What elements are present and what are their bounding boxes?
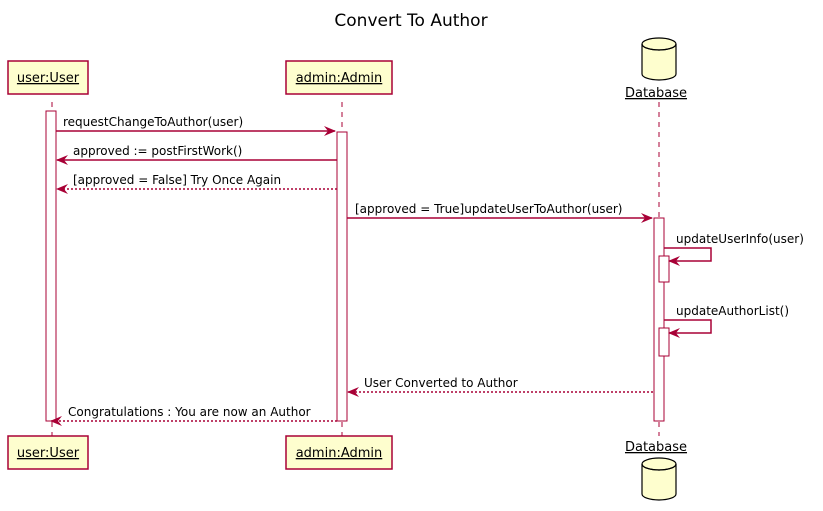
activation-admin xyxy=(336,131,348,422)
activation-database-nested-2 xyxy=(658,327,670,357)
message-update-user-to-author: [approved = True]updateUserToAuthor(user… xyxy=(347,202,653,223)
participant-user-label-bottom: user:User xyxy=(17,446,80,461)
participant-user-top: user:User xyxy=(7,60,89,95)
message-congratulations: Congratulations : You are now an Author xyxy=(50,405,337,426)
participant-database-bottom: Database xyxy=(625,440,687,501)
message-label: [approved = True]updateUserToAuthor(user… xyxy=(355,202,622,216)
participant-database-label-bottom: Database xyxy=(625,440,687,455)
activation-database xyxy=(653,217,665,422)
participant-user-label: user:User xyxy=(17,71,80,86)
participant-admin-bottom: admin:Admin xyxy=(285,435,393,470)
message-label: requestChangeToAuthor(user) xyxy=(63,115,243,129)
message-label: updateAuthorList() xyxy=(676,304,789,318)
message-user-converted: User Converted to Author xyxy=(347,376,653,397)
message-label: Congratulations : You are now an Author xyxy=(68,405,311,419)
message-label: User Converted to Author xyxy=(364,376,518,390)
message-post-first-work: approved := postFirstWork() xyxy=(56,144,337,165)
diagram-title: Convert To Author xyxy=(334,11,487,31)
message-update-user-info: updateUserInfo(user) xyxy=(664,232,804,266)
database-icon xyxy=(641,457,677,501)
message-update-author-list: updateAuthorList() xyxy=(664,304,789,338)
message-label: approved := postFirstWork() xyxy=(73,144,242,158)
participant-admin-top: admin:Admin xyxy=(285,60,393,95)
participant-database-top: Database xyxy=(625,37,687,101)
database-icon xyxy=(641,37,677,81)
message-request-change: requestChangeToAuthor(user) xyxy=(56,115,336,136)
message-label: updateUserInfo(user) xyxy=(676,232,804,246)
participant-user-bottom: user:User xyxy=(7,435,89,470)
participant-database-label: Database xyxy=(625,86,687,101)
activation-database-nested-1 xyxy=(658,255,670,283)
participant-admin-label: admin:Admin xyxy=(296,71,383,86)
message-try-again: [approved = False] Try Once Again xyxy=(56,173,337,194)
activation-user xyxy=(45,110,57,422)
participant-admin-label-bottom: admin:Admin xyxy=(296,446,383,461)
message-label: [approved = False] Try Once Again xyxy=(73,173,281,187)
